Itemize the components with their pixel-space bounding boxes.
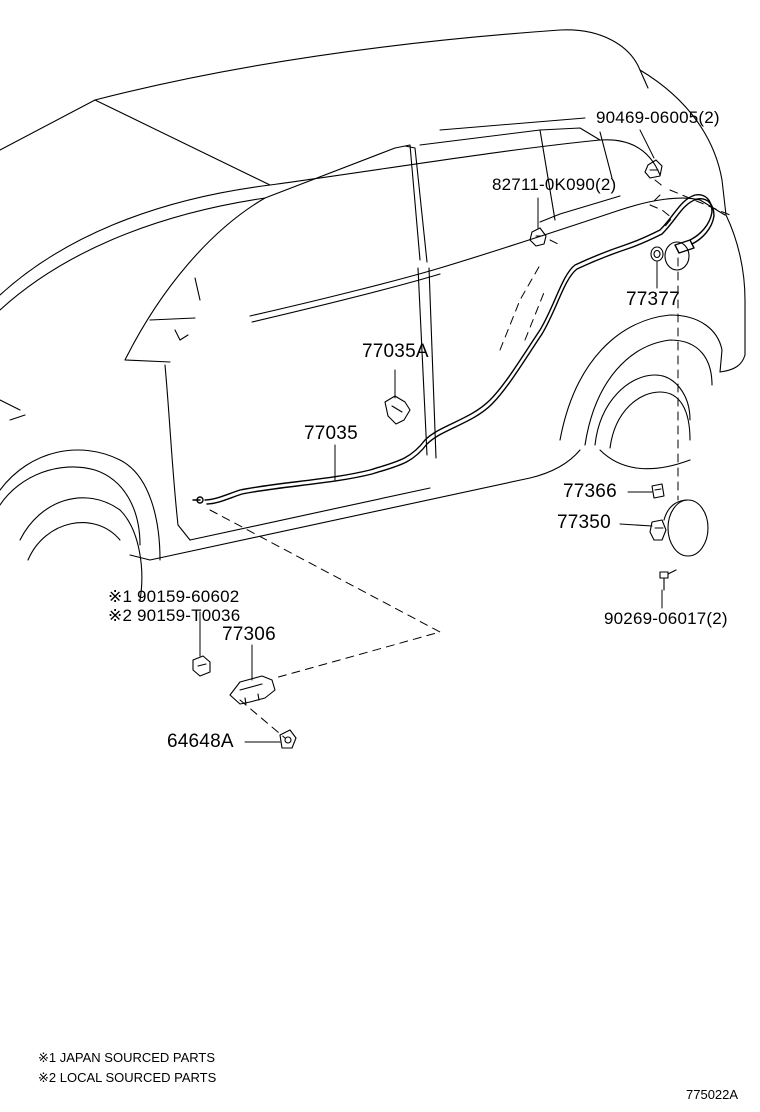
lever-77306-icon: [230, 676, 275, 704]
clamp-77035a-icon: [385, 396, 410, 424]
label-77366: 77366: [563, 481, 617, 502]
label-64648a: 64648A: [167, 731, 234, 752]
diagram-code: 775022A: [686, 1087, 739, 1102]
label-82711-0k090: 82711-0K090(2): [492, 175, 617, 194]
clamp-82711-icon: [530, 228, 546, 246]
guide-dashed-lines: [210, 180, 730, 738]
hinge-77350-icon: [650, 520, 666, 540]
label-77306: 77306: [222, 624, 276, 645]
label-77035: 77035: [304, 423, 358, 444]
fuel-lid-cable: [193, 195, 714, 504]
bolt-90159-icon: [193, 656, 210, 676]
note-japan-sourced: ※1 JAPAN SOURCED PARTS: [38, 1050, 216, 1065]
label-90159-60602: ※1 90159-60602: [108, 587, 240, 606]
clip-90469-icon: [645, 160, 662, 178]
label-77377: 77377: [626, 289, 680, 310]
grommet-77377-icon: [651, 247, 663, 261]
cap-64648a-icon: [280, 730, 296, 748]
note-local-sourced: ※2 LOCAL SOURCED PARTS: [38, 1070, 217, 1085]
label-90469-06005: 90469-06005(2): [596, 108, 720, 127]
leader-lines: [200, 118, 662, 742]
spring-77366-icon: [652, 484, 664, 498]
label-77035a: 77035A: [362, 341, 429, 362]
label-90269-06017: 90269-06017(2): [604, 609, 728, 628]
label-77350: 77350: [557, 512, 611, 533]
vehicle-body-outline: [0, 30, 745, 600]
label-90159-t0036: ※2 90159-T0036: [108, 606, 241, 625]
fuel-filler-lid: [664, 242, 708, 556]
screw-90269-icon: [660, 570, 676, 590]
